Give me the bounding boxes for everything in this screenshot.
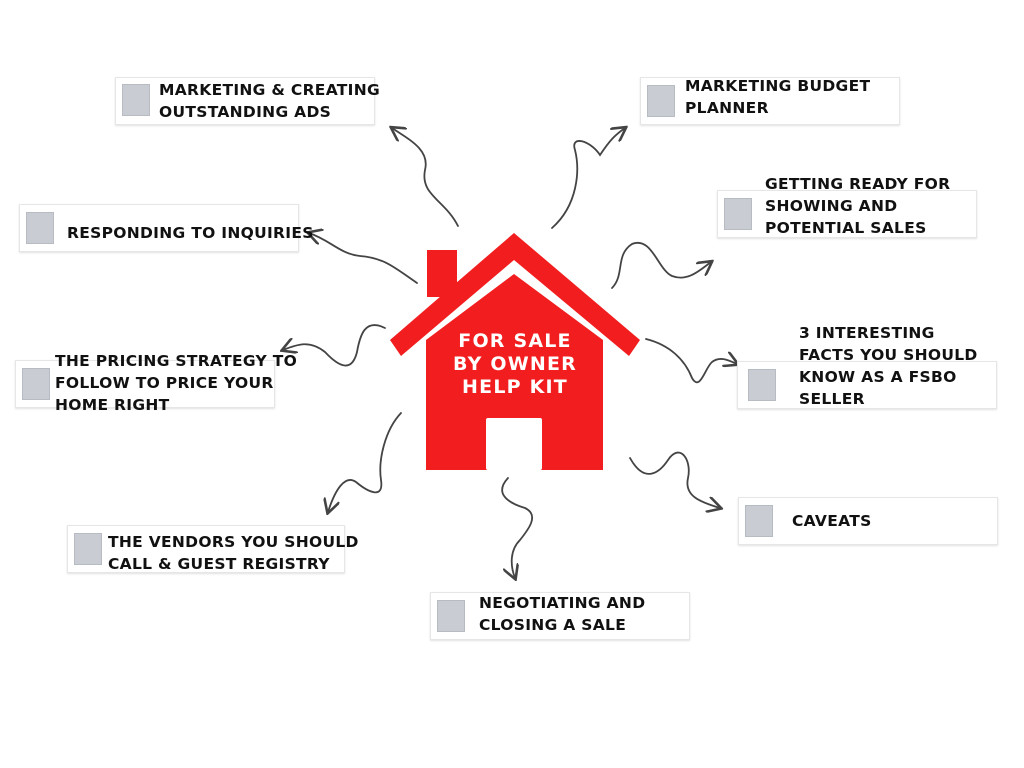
item-card-vendors	[67, 525, 345, 573]
arrow-to-negotiating	[501, 477, 534, 578]
checkbox-pricing-strategy[interactable]	[22, 368, 50, 400]
item-card-caveats	[738, 497, 998, 545]
checkbox-inquiries[interactable]	[26, 212, 54, 244]
checkbox-negotiating[interactable]	[437, 600, 465, 632]
arrow-to-budget-planner	[551, 128, 625, 229]
item-card-interesting-facts	[737, 361, 997, 409]
door-shape	[486, 418, 542, 470]
house-title-line-1: FOR SALE	[458, 330, 572, 352]
checkbox-interesting-facts[interactable]	[748, 369, 776, 401]
arrow-to-pricing-strategy	[283, 324, 386, 367]
item-card-getting-ready	[717, 190, 977, 238]
checkbox-caveats[interactable]	[745, 505, 773, 537]
checkbox-budget-planner[interactable]	[647, 85, 675, 117]
arrow-to-vendors	[328, 412, 402, 512]
arrow-to-interesting-facts	[645, 338, 737, 384]
checkbox-marketing-ads[interactable]	[122, 84, 150, 116]
arrow-to-marketing-ads	[392, 128, 459, 227]
arrow-to-caveats	[629, 451, 720, 508]
item-card-pricing-strategy	[15, 360, 275, 408]
house-body-shape	[426, 274, 603, 470]
house-title-line-3: HELP KIT	[462, 376, 568, 398]
checkbox-vendors[interactable]	[74, 533, 102, 565]
checkbox-getting-ready[interactable]	[724, 198, 752, 230]
house-title: FOR SALE BY OWNER HELP KIT	[440, 330, 590, 399]
item-label-inquiries: RESPONDING TO INQUIRIES	[67, 224, 314, 242]
roof-shape	[390, 233, 640, 356]
item-card-negotiating	[430, 592, 690, 640]
item-label-caveats: CAVEATS	[792, 512, 872, 530]
item-card-inquiries	[19, 204, 299, 252]
item-card-marketing-ads	[115, 77, 375, 125]
item-card-budget-planner	[640, 77, 900, 125]
house-title-line-2: BY OWNER	[452, 353, 578, 375]
arrow-to-inquiries	[309, 233, 418, 284]
arrow-to-getting-ready	[611, 241, 711, 289]
